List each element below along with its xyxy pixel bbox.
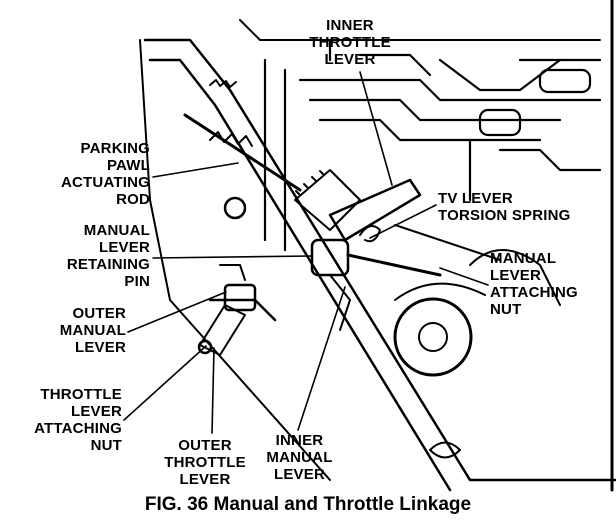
label-line: INNER: [326, 17, 374, 34]
label-line: THROTTLE: [164, 454, 246, 471]
label-tv-lever-torsion-spring: TV LEVER TORSION SPRING: [438, 190, 608, 224]
label-outer-throttle-lever: OUTER THROTTLE LEVER: [155, 437, 255, 488]
label-inner-manual-lever: INNER MANUAL LEVER: [252, 432, 347, 483]
label-line: RETAINING: [66, 256, 150, 273]
label-line: ATTACHING: [490, 284, 578, 301]
label-line: TV LEVER: [438, 190, 513, 207]
label-line: OUTER: [72, 305, 126, 322]
label-line: NUT: [490, 301, 522, 318]
label-throttle-lever-attaching-nut: THROTTLE LEVER ATTACHING NUT: [0, 386, 122, 454]
label-line: LEVER: [98, 239, 150, 256]
label-line: LEVER: [70, 403, 122, 420]
label-line: ATTACHING: [34, 420, 122, 437]
label-line: THROTTLE: [40, 386, 122, 403]
label-line: OUTER: [178, 437, 232, 454]
label-line: MANUAL: [59, 322, 126, 339]
label-line: LEVER: [490, 267, 542, 284]
label-line: MANUAL: [266, 449, 333, 466]
label-line: ROD: [116, 191, 150, 208]
figure-caption: FIG. 36 Manual and Throttle Linkage: [144, 494, 472, 515]
label-line: THROTTLE: [309, 34, 391, 51]
label-line: ACTUATING: [60, 174, 150, 191]
label-manual-lever-attaching-nut: MANUAL LEVER ATTACHING NUT: [490, 250, 610, 318]
label-line: LEVER: [324, 51, 376, 68]
label-outer-manual-lever: OUTER MANUAL LEVER: [20, 305, 126, 356]
label-line: PARKING: [80, 140, 150, 157]
label-line: PAWL: [106, 157, 150, 174]
label-line: NUT: [90, 437, 122, 454]
label-line: LEVER: [179, 471, 231, 488]
label-inner-throttle-lever: INNER THROTTLE LEVER: [300, 17, 400, 68]
label-line: LEVER: [273, 466, 325, 483]
label-line: INNER: [275, 432, 324, 449]
label-line: LEVER: [74, 339, 126, 356]
label-manual-lever-retaining-pin: MANUAL LEVER RETAINING PIN: [40, 222, 150, 290]
label-line: PIN: [124, 273, 150, 290]
label-parking-pawl-actuating-rod: PARKING PAWL ACTUATING ROD: [40, 140, 150, 208]
label-line: MANUAL: [83, 222, 150, 239]
label-line: MANUAL: [490, 250, 557, 267]
label-line: TORSION SPRING: [438, 207, 571, 224]
